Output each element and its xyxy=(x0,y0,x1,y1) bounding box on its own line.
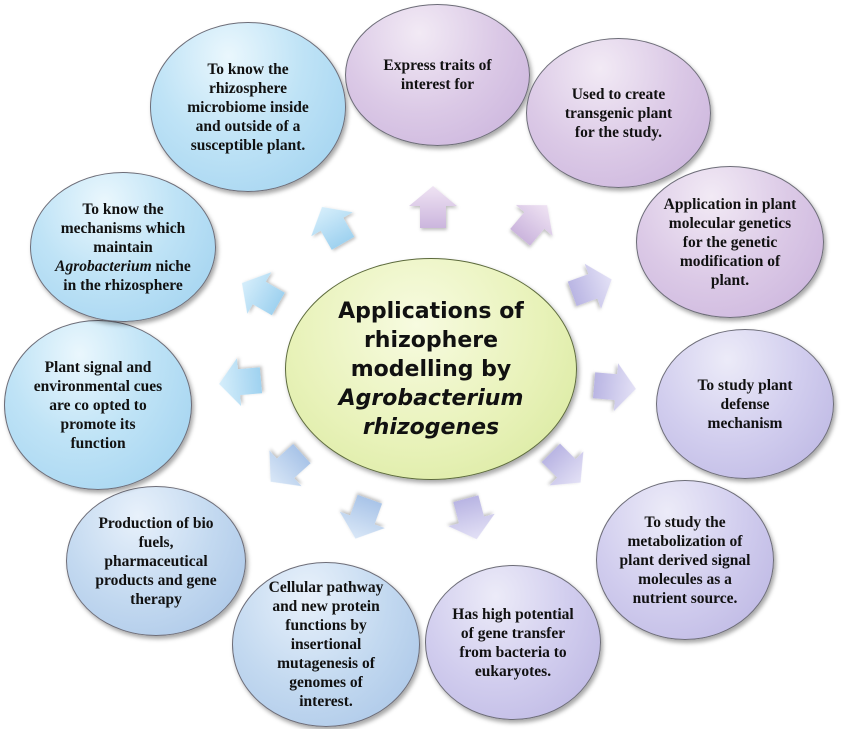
arrow-to-metabolization-icon xyxy=(541,443,584,486)
arrow-to-plant-signal-icon xyxy=(219,358,263,407)
node-text: To study plant defense mechanism xyxy=(697,376,793,432)
node-text: Production of bio fuels, pharmaceutical … xyxy=(95,514,217,608)
arrow-to-insertional-mutagenesis-icon xyxy=(339,494,385,539)
node-gene-transfer: Has high potential of gene transfer from… xyxy=(425,565,601,720)
node-text: Used to create transgenic plant for the … xyxy=(564,85,673,141)
node-express-traits: Express traits of interest for xyxy=(345,4,530,146)
arrow-to-biofuels-icon xyxy=(269,443,311,487)
node-plant-signal: Plant signal and environmental cues are … xyxy=(4,320,192,490)
central-topic: Applications of rhizophere modelling by … xyxy=(285,258,577,480)
node-text: Cellular pathway and new protein functio… xyxy=(268,579,384,710)
node-transgenic-plant: Used to create transgenic plant for the … xyxy=(526,38,711,188)
central-topic-line-5: rhizogenes xyxy=(362,414,500,440)
arrow-to-transgenic-plant-icon xyxy=(510,205,553,246)
node-metabolization: To study the metabolization of plant der… xyxy=(596,480,774,640)
arrow-to-molecular-genetics-icon xyxy=(567,263,612,309)
central-topic-line-2: rhizophere xyxy=(363,327,499,353)
node-molecular-genetics: Application in plant molecular genetics … xyxy=(636,166,824,318)
node-text: To know the mechanisms which maintain Ag… xyxy=(53,200,193,295)
node-insertional-mutagenesis: Cellular pathway and new protein functio… xyxy=(232,562,420,727)
node-text: To know the rhizosphere microbiome insid… xyxy=(187,60,309,154)
node-text-part: niche in the rhizosphere xyxy=(63,257,191,294)
node-microbiome: To know the rhizosphere microbiome insid… xyxy=(150,22,346,192)
node-text-italic: Agrobacterium xyxy=(55,257,152,275)
central-topic-line-3: modelling by xyxy=(350,356,512,382)
node-biofuels: Production of bio fuels, pharmaceutical … xyxy=(66,486,246,636)
arrow-to-express-traits-icon xyxy=(409,186,457,228)
node-text: To study the metabolization of plant der… xyxy=(619,513,751,607)
central-topic-line-4: Agrobacterium xyxy=(338,385,524,411)
node-text: Has high potential of gene transfer from… xyxy=(452,605,574,680)
arrow-to-plant-defense-icon xyxy=(592,363,636,412)
node-text: Express traits of interest for xyxy=(383,57,492,93)
node-niche-mechanisms: To know the mechanisms which maintain Ag… xyxy=(30,172,216,322)
arrow-to-niche-mechanisms-icon xyxy=(241,272,285,316)
node-text: Plant signal and environmental cues are … xyxy=(33,358,163,452)
node-plant-defense: To study plant defense mechanism xyxy=(656,329,834,479)
arrow-to-gene-transfer-icon xyxy=(448,495,495,540)
node-text-part: To know the mechanisms which maintain xyxy=(60,200,186,256)
central-topic-line-1: Applications of xyxy=(338,298,524,324)
node-text: Application in plant molecular genetics … xyxy=(663,195,797,289)
arrow-to-microbiome-icon xyxy=(311,206,355,250)
